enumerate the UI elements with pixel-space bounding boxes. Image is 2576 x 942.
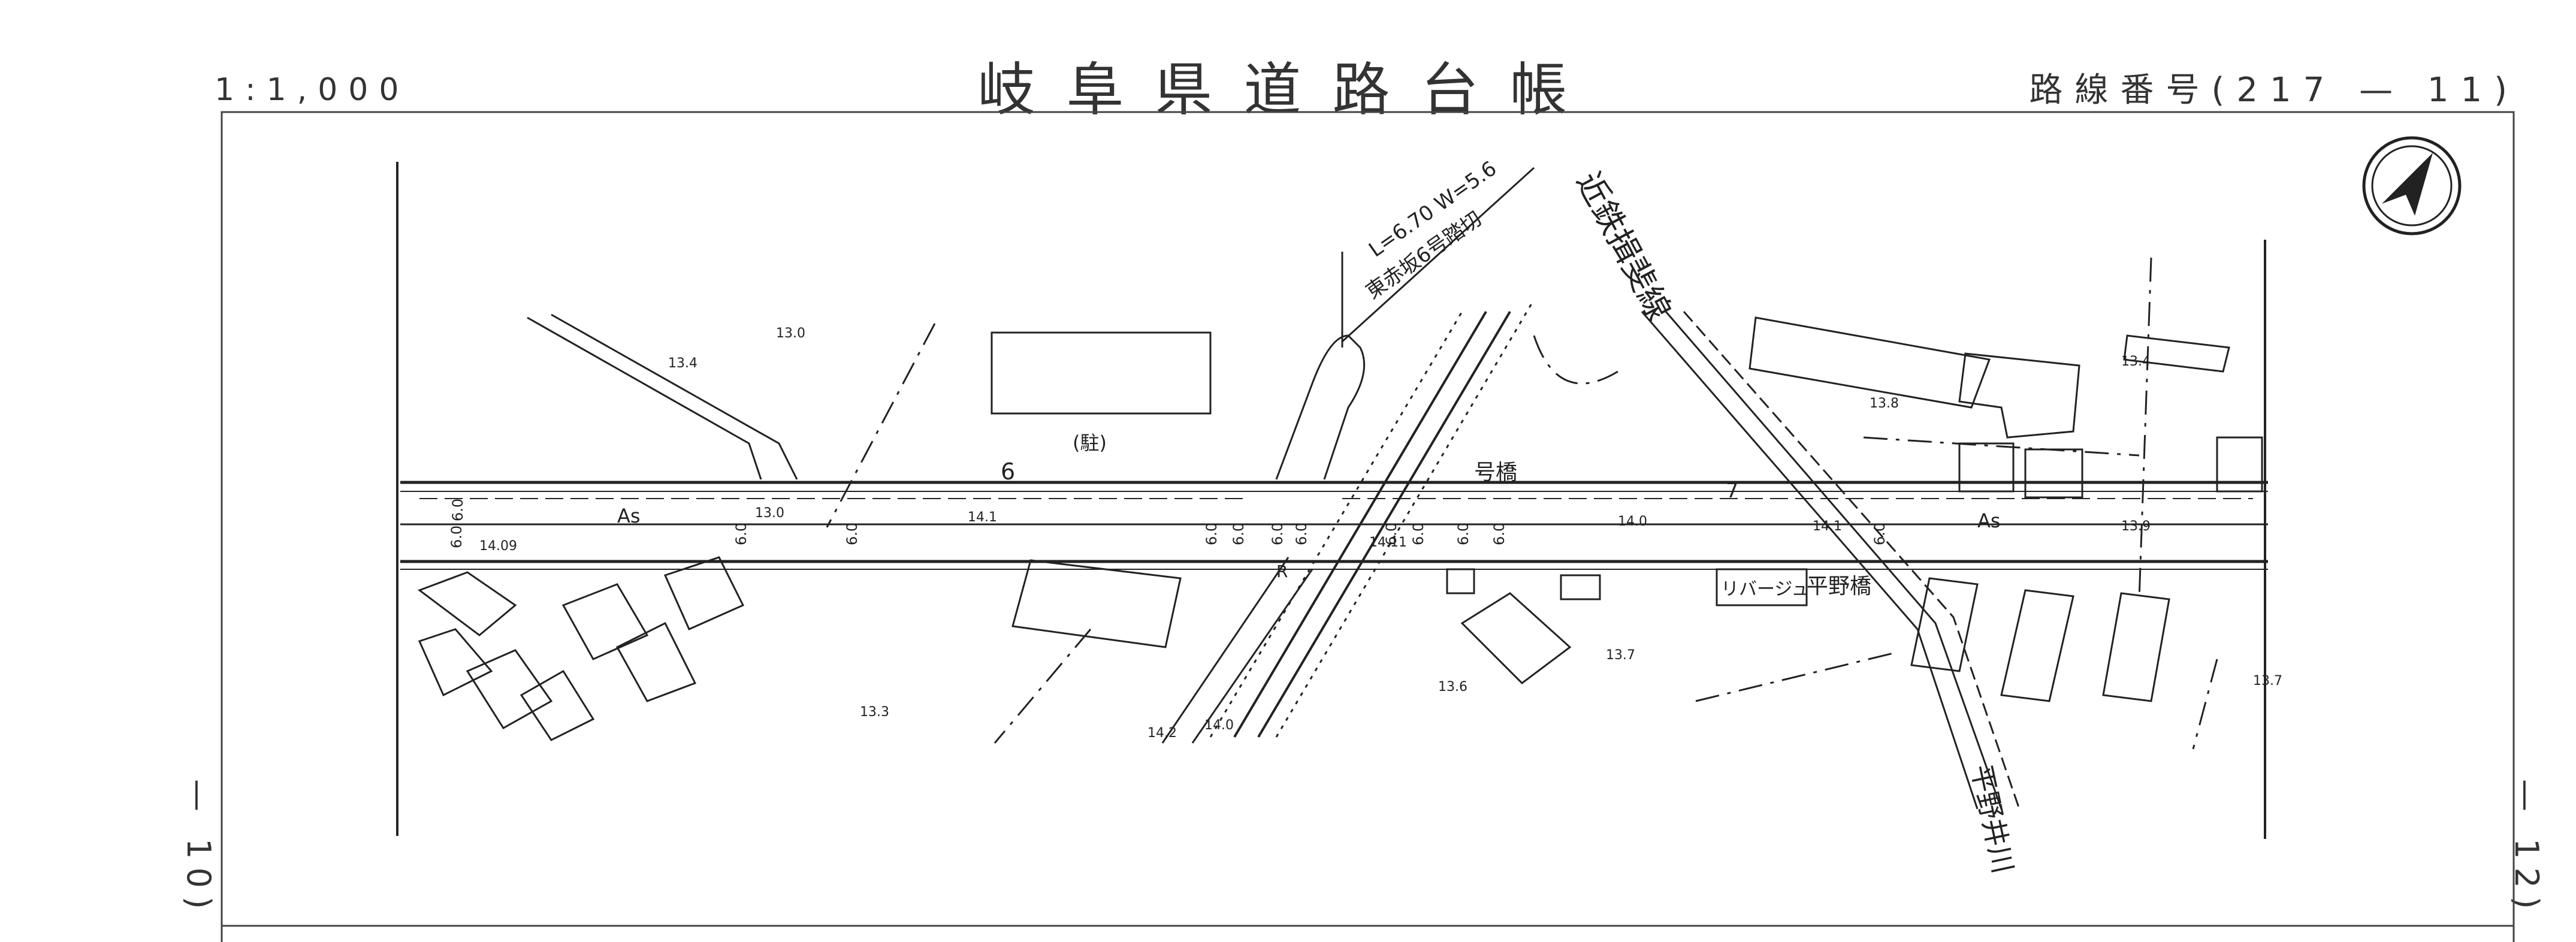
- bridge-label: 号橋: [1474, 460, 1517, 485]
- elevation-label: 13.7: [1606, 648, 1635, 663]
- elevation-label: 13.6: [1438, 680, 1467, 695]
- width-label: 6.0: [448, 526, 465, 548]
- elevation-label: 13.7: [2253, 674, 2282, 689]
- bridge-name-label: 平野橋: [1807, 574, 1871, 599]
- road-number-label: 6: [1001, 458, 1015, 485]
- boundaries: [826, 257, 2218, 750]
- road-number-east-label: 7: [1726, 479, 1739, 503]
- elevation-label: 14.1: [1813, 519, 1842, 534]
- elevation-label: 13.3: [860, 705, 889, 720]
- width-label: 6.0: [1410, 523, 1427, 545]
- route-number: 路線番号(217 — 11): [2029, 71, 2519, 110]
- elevation-label: 14.0: [1204, 718, 1234, 733]
- width-label: 6.0: [844, 523, 860, 545]
- width-label: 6.0: [1230, 523, 1247, 545]
- elevation-label: 14.11: [1369, 535, 1407, 550]
- parking-building: [990, 331, 1212, 415]
- elevation-label: 13.4: [668, 356, 697, 371]
- map-scale: 1:1,000: [215, 72, 410, 108]
- elevation-label: 13.0: [776, 326, 805, 341]
- parking-label: (駐): [1073, 431, 1107, 454]
- elevation-label: 13.8: [1870, 396, 1899, 411]
- elevation-label: 13.9: [2121, 519, 2151, 534]
- side-roads: [527, 311, 2021, 810]
- elevation-label: 14.1: [968, 510, 997, 525]
- elevation-label: 13.4: [2121, 354, 2151, 369]
- width-label: 6.0: [1269, 523, 1286, 545]
- shop-sign: [1716, 568, 1808, 606]
- width-label: 6.0: [1871, 523, 1888, 545]
- width-label: 6.0: [733, 523, 750, 545]
- sheet-border: [396, 162, 2266, 839]
- buildings: [417, 316, 2263, 741]
- elevation-label: 14.2: [1147, 726, 1177, 741]
- width-label: 6.0: [1491, 523, 1508, 545]
- elevation-label: 14.0: [1618, 514, 1647, 529]
- main-road: [400, 481, 2268, 570]
- surface-east-label: As: [1977, 509, 2001, 532]
- surface-west-label: As: [617, 505, 641, 527]
- north-arrow-icon: [2362, 136, 2462, 236]
- road-mark-label: R: [1276, 561, 1288, 581]
- map-frame: [221, 111, 2515, 942]
- width-label: 6.0: [1203, 523, 1220, 545]
- elevation-label: 14.09: [479, 539, 517, 554]
- width-label: 6.0: [1383, 523, 1400, 545]
- previous-sheet-link[interactable]: — 10): [180, 779, 218, 917]
- river-name-label: 平野井川: [1965, 762, 2019, 876]
- railway-line-label: 近鉄揖斐線: [1569, 166, 1678, 327]
- railway-track: [1209, 167, 1535, 738]
- width-label: 6.0: [1293, 523, 1310, 545]
- width-label: 6.0: [1455, 523, 1472, 545]
- width-label: 6.0: [449, 499, 466, 521]
- elevation-label: 13.0: [755, 506, 784, 521]
- shop-label: リバージュ: [1721, 579, 1809, 600]
